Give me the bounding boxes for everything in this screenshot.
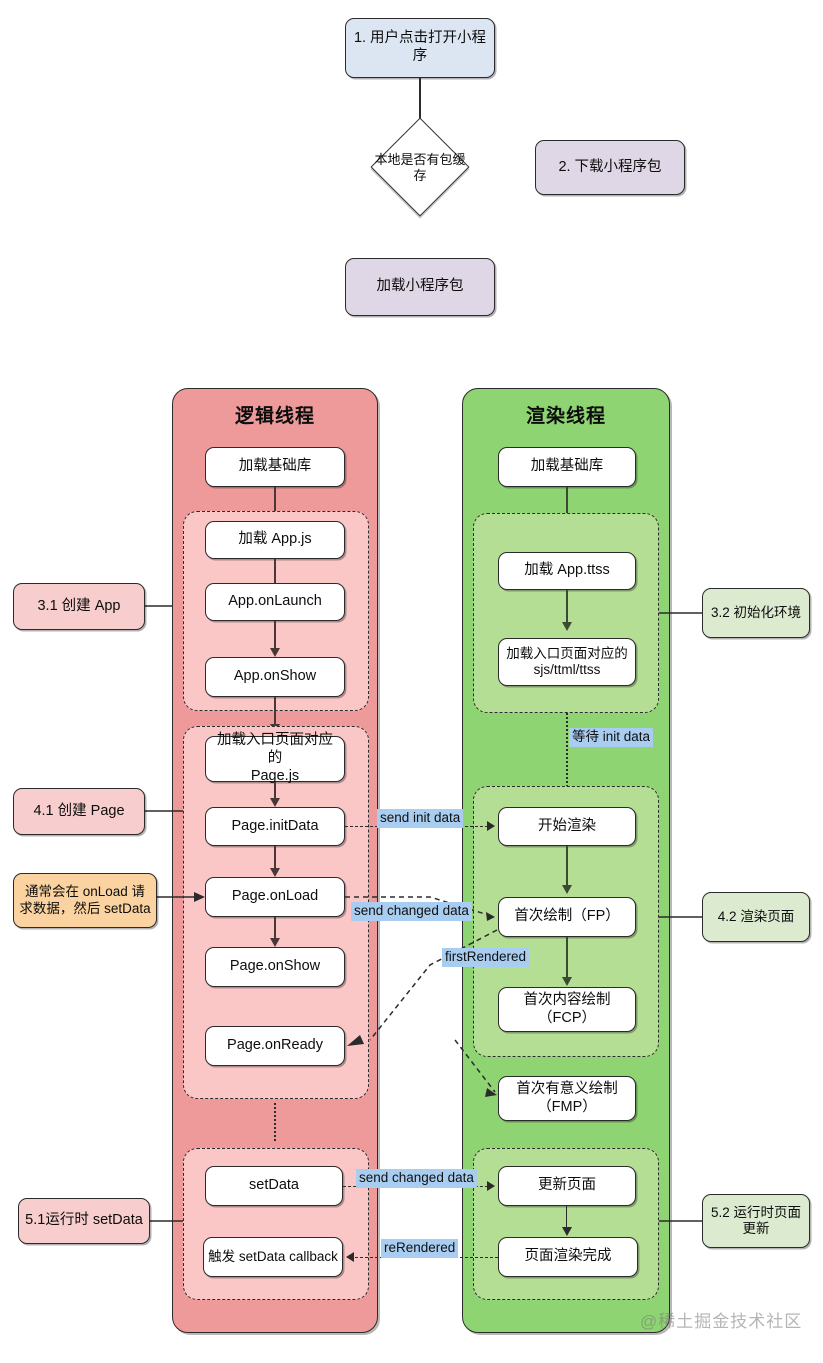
annotation-onload-tip: 通常会在 onLoad 请求数据，然后 setData bbox=[13, 873, 157, 928]
annotation-render-page: 4.2 渲染页面 bbox=[702, 892, 810, 942]
arrow-send-init-data bbox=[487, 821, 495, 831]
node-first-paint: 首次绘制（FP） bbox=[498, 897, 636, 937]
node-load-app-ttss: 加载 App.ttss bbox=[498, 552, 636, 590]
node-start-render: 开始渲染 bbox=[498, 807, 636, 846]
watermark: @稀土掘金技术社区 bbox=[640, 1312, 803, 1331]
connector-appttss-to-entryassets bbox=[566, 590, 568, 626]
node-first-meaningful-paint: 首次有意义绘制（FMP） bbox=[498, 1076, 636, 1121]
connector-logic-baselib-to-appgroup bbox=[274, 487, 276, 519]
node-download-package: 2. 下载小程序包 bbox=[535, 140, 685, 195]
node-setdata: setData bbox=[205, 1166, 343, 1206]
arrow-send-changed-data-2 bbox=[487, 1181, 495, 1191]
node-render-done: 页面渲染完成 bbox=[498, 1237, 638, 1277]
node-app-onshow: App.onShow bbox=[205, 657, 345, 697]
arrow-onlaunch-to-onshow bbox=[269, 648, 280, 657]
connector-onload-to-onshow bbox=[274, 917, 276, 941]
node-download-package-label: 2. 下载小程序包 bbox=[558, 158, 662, 175]
connector-appgroup-to-pagegroup bbox=[274, 697, 276, 729]
connector-pagejs-to-initdata bbox=[274, 782, 276, 800]
annotation-runtime-setdata: 5.1运行时 setData bbox=[18, 1198, 150, 1244]
decision-cache-label: 本地是否有包缓存 bbox=[374, 152, 466, 183]
annotation-init-env: 3.2 初始化环境 bbox=[702, 588, 810, 638]
node-first-contentful-paint: 首次内容绘制（FCP） bbox=[498, 987, 636, 1032]
connector-wait-init-data bbox=[566, 713, 568, 803]
node-load-app-js: 加载 App.js bbox=[205, 521, 345, 559]
lane-logic-title: 逻辑线程 bbox=[234, 406, 315, 427]
lane-render-title: 渲染线程 bbox=[525, 406, 606, 427]
node-page-initdata: Page.initData bbox=[205, 807, 345, 846]
connector-initdata-to-onload bbox=[274, 846, 276, 870]
arrow-onload-to-pageonshow bbox=[269, 938, 280, 947]
arrow-initdata-to-onload bbox=[269, 868, 280, 877]
node-setdata-callback: 触发 setData callback bbox=[203, 1237, 343, 1277]
node-app-onlaunch: App.onLaunch bbox=[205, 583, 345, 621]
node-open-miniprogram: 1. 用户点击打开小程序 bbox=[345, 18, 495, 78]
arrow-appttss-to-entryassets bbox=[561, 622, 572, 631]
node-page-onready: Page.onReady bbox=[205, 1026, 345, 1066]
connector-appjs-to-onlaunch bbox=[274, 559, 276, 583]
node-load-package: 加载小程序包 bbox=[345, 258, 495, 316]
annotation-runtime-update: 5.2 运行时页面更新 bbox=[702, 1194, 810, 1248]
annotation-create-page: 4.1 创建 Page bbox=[13, 788, 145, 835]
annotation-create-app: 3.1 创建 App bbox=[13, 583, 145, 630]
connector-updatepage-to-renderdone bbox=[566, 1206, 568, 1230]
node-update-page: 更新页面 bbox=[498, 1166, 636, 1206]
node-open-miniprogram-label: 1. 用户点击打开小程序 bbox=[353, 30, 487, 64]
edge-label-send-changed-data: send changed data bbox=[351, 902, 472, 921]
node-page-onload: Page.onLoad bbox=[205, 877, 345, 917]
node-logic-base-lib: 加载基础库 bbox=[205, 447, 345, 487]
edge-label-send-changed-data-2: send changed data bbox=[356, 1169, 477, 1188]
edge-label-re-rendered: reRendered bbox=[381, 1239, 459, 1258]
connector-step1-to-decision bbox=[419, 78, 421, 123]
node-page-onshow: Page.onShow bbox=[205, 947, 345, 987]
edge-label-first-rendered: firstRendered bbox=[442, 948, 530, 967]
connector-page-to-runtime-dotted bbox=[274, 1103, 276, 1141]
connector-render-baselib-to-initgroup bbox=[566, 487, 568, 532]
connector-onlaunch-to-onshow bbox=[274, 621, 276, 649]
arrow-updatepage-to-renderdone bbox=[561, 1227, 572, 1236]
arrow-pagejs-to-initdata bbox=[269, 798, 280, 807]
arrow-fp-to-fcp bbox=[561, 977, 572, 986]
connector-fp-to-fcp bbox=[566, 937, 568, 981]
node-render-base-lib: 加载基础库 bbox=[498, 447, 636, 487]
node-load-package-label: 加载小程序包 bbox=[376, 278, 464, 295]
edge-label-send-init-data: send init data bbox=[377, 809, 464, 828]
arrow-re-rendered bbox=[346, 1252, 354, 1262]
edge-label-wait-init-data: 等待 init data bbox=[569, 728, 654, 747]
arrow-startrender-to-fp bbox=[561, 885, 572, 894]
connector-startrender-to-fp bbox=[566, 846, 568, 888]
